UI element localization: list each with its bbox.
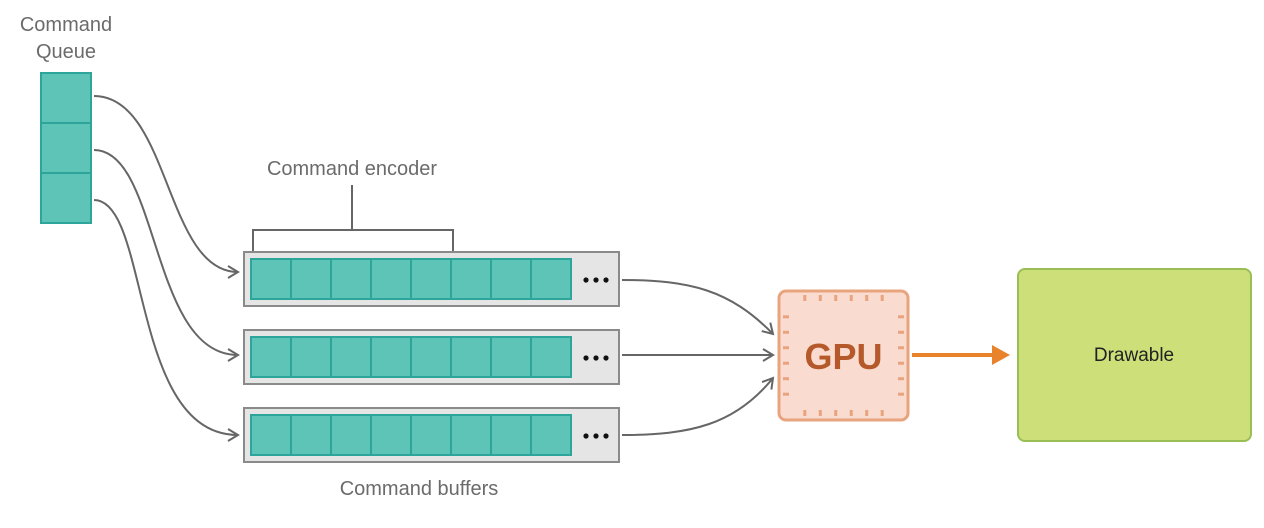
gpu-body	[777, 289, 910, 422]
command-cell	[330, 414, 372, 456]
command-queue	[40, 72, 92, 224]
queue-to-buffer-2-arrow	[93, 149, 240, 362]
queue-label-line2: Queue	[36, 41, 96, 63]
ellipsis-icon	[583, 277, 609, 283]
command-cell	[450, 336, 492, 378]
command-cell	[250, 258, 292, 300]
command-cell	[410, 258, 452, 300]
buffers-label: Command buffers	[340, 478, 499, 500]
queue-slot	[40, 122, 92, 174]
command-buffers	[243, 251, 620, 463]
gpu-to-drawable-arrowhead	[992, 345, 1010, 365]
command-cell	[530, 414, 572, 456]
command-cell	[410, 414, 452, 456]
drawable-box	[1017, 268, 1252, 442]
buffer-3-to-gpu-arrow	[621, 376, 775, 436]
command-cell	[370, 414, 412, 456]
queue-slot	[40, 72, 92, 124]
command-cell	[490, 258, 532, 300]
command-buffer	[243, 407, 620, 463]
drawable-label: Drawable	[1094, 345, 1174, 366]
encoder-bracket	[252, 185, 454, 254]
command-cell	[490, 336, 532, 378]
encoder-label: Command encoder	[267, 158, 437, 180]
command-buffer	[243, 251, 620, 307]
queue-slot	[40, 172, 92, 224]
command-cell	[450, 414, 492, 456]
command-cell	[450, 258, 492, 300]
command-cell	[530, 336, 572, 378]
command-cell	[410, 336, 452, 378]
command-cell	[290, 258, 332, 300]
queue-to-buffer-1-arrow	[93, 95, 240, 279]
command-cell	[370, 258, 412, 300]
command-cell	[250, 414, 292, 456]
command-cell	[250, 336, 292, 378]
ellipsis-icon	[583, 433, 609, 439]
buffer-1-to-gpu-arrow	[621, 279, 775, 336]
ellipsis-icon	[583, 355, 609, 361]
command-cell	[290, 414, 332, 456]
command-buffer	[243, 329, 620, 385]
gpu-chip: GPU	[777, 289, 910, 422]
queue-to-buffer-3-arrow	[93, 199, 240, 442]
command-cell	[370, 336, 412, 378]
gpu-label: GPU	[804, 336, 882, 377]
command-cell	[530, 258, 572, 300]
command-cell	[490, 414, 532, 456]
queue-label-line1: Command	[20, 14, 112, 36]
command-cell	[330, 258, 372, 300]
command-cell	[330, 336, 372, 378]
command-cell	[290, 336, 332, 378]
